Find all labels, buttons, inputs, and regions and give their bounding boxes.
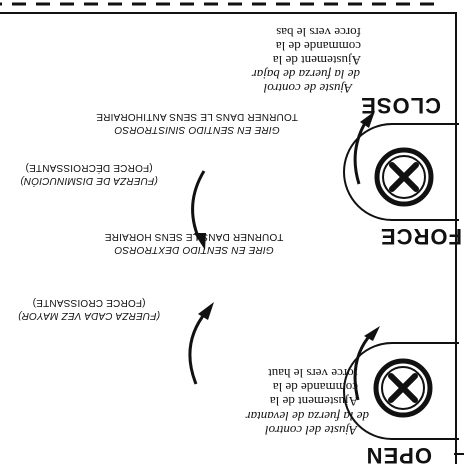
close-es-line-1: Ajuste de control <box>263 81 352 96</box>
decreasing-force-arrow-icon <box>191 170 206 250</box>
close-fr-line-2: commande de la <box>275 39 361 54</box>
open-fr-line-1: Ajustement de la <box>269 394 358 409</box>
decreasing-force-fr-text: (FORCE DÉCROISSANTE) <box>25 162 153 173</box>
open-es-line-2: de la fuerza de levantar <box>245 409 369 424</box>
increasing-force-arrow-icon <box>188 302 214 385</box>
clockwise-fr-text: TOURNER DANS LE SENS HORAIRE <box>104 231 284 242</box>
force-label: FORCE <box>380 224 462 249</box>
open-knob-icon[interactable] <box>343 342 459 440</box>
close-knob-icon[interactable] <box>343 123 459 221</box>
close-rotate-arrow-icon <box>353 111 375 185</box>
open-fr-line-3: force vers le haut <box>268 366 358 381</box>
close-fr-line-3: force vers le bas <box>276 25 361 40</box>
increasing-force-es-text: (FUERZA CADA VEZ MAYOR) <box>18 310 161 321</box>
close-fr-line-1: Ajustement de la <box>272 53 361 68</box>
open-rotate-arrow-icon <box>353 326 380 401</box>
open-label: OPEN <box>365 443 432 468</box>
open-es-line-1: Ajuste del control <box>265 423 357 438</box>
counterclockwise-es-text: GIRE EN SENTIDO SINISTRORSO <box>114 124 280 135</box>
open-fr-line-2: commande de la <box>272 380 358 395</box>
clockwise-es-text: GIRE EN SENTIDO DEXTRORSO <box>114 244 274 255</box>
close-es-line-2: de la fuerza de bajar <box>251 67 360 82</box>
counterclockwise-fr-text: TOURNER DANS LE SENS ANTIHORAIRE <box>96 111 298 122</box>
decreasing-force-es-text: (FUERZA DE DISMINUCIÓN) <box>20 175 158 186</box>
increasing-force-fr-text: (FORCE CROISSANTE) <box>32 297 146 308</box>
